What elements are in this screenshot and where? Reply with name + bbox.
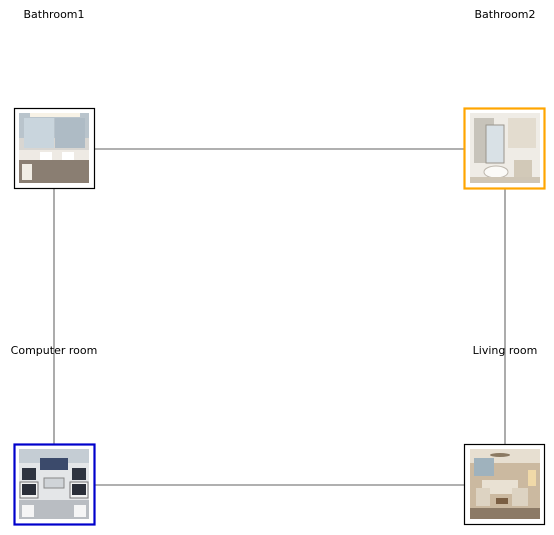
living-room-thumbnail — [470, 449, 540, 519]
edges — [53, 148, 506, 486]
room-node-computer-room[interactable]: Computer room — [11, 344, 98, 526]
room-node-bathroom1[interactable]: Bathroom1 — [13, 8, 96, 190]
room-node-bathroom2[interactable]: Bathroom2 — [463, 8, 546, 190]
room-label: Living room — [473, 344, 538, 357]
room-label: Bathroom1 — [23, 8, 84, 21]
bathroom-vanity-thumbnail — [19, 113, 89, 183]
computer-lab-thumbnail — [19, 449, 89, 519]
room-label: Computer room — [11, 344, 98, 357]
bathroom-shower-thumbnail — [470, 113, 540, 183]
room-node-living-room[interactable]: Living room — [463, 344, 546, 526]
room-label: Bathroom2 — [474, 8, 535, 21]
